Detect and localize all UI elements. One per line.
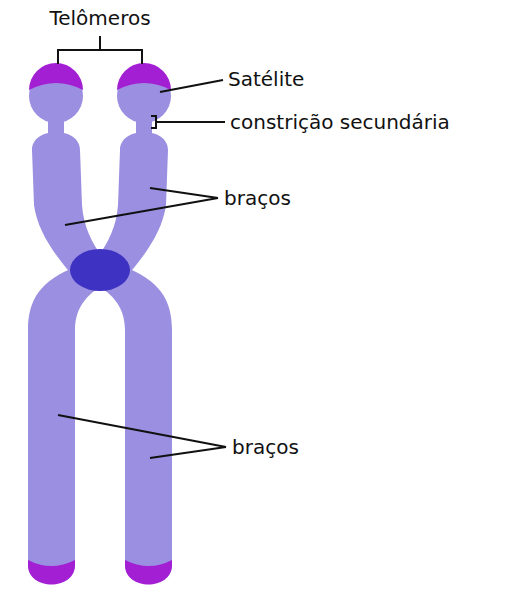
leader-line — [160, 80, 223, 92]
telomere — [29, 63, 83, 90]
part-label: constrição secundária — [230, 110, 450, 134]
lower-arm — [92, 266, 172, 584]
lower-arm — [28, 266, 108, 584]
part-label: braços — [232, 435, 299, 459]
constriction-bracket — [151, 116, 156, 128]
leader-line — [65, 198, 218, 225]
leader-lines — [58, 36, 226, 458]
bracket-label: Telômeros — [49, 6, 150, 30]
telomere — [117, 63, 171, 90]
right-chromatid — [88, 63, 172, 585]
left-chromatid — [28, 63, 112, 585]
centromere — [70, 249, 130, 291]
leader-line — [156, 121, 225, 123]
telomere — [125, 560, 172, 585]
secondary-constriction — [48, 118, 64, 134]
part-label: braços — [224, 186, 291, 210]
telomere-bracket — [58, 50, 142, 64]
bracket-stem — [99, 36, 101, 50]
leader-line — [150, 447, 226, 458]
secondary-constriction — [136, 118, 152, 134]
leader-line — [58, 415, 226, 447]
telomere — [28, 560, 75, 585]
part-label: Satélite — [228, 67, 304, 91]
leader-line — [150, 188, 218, 198]
